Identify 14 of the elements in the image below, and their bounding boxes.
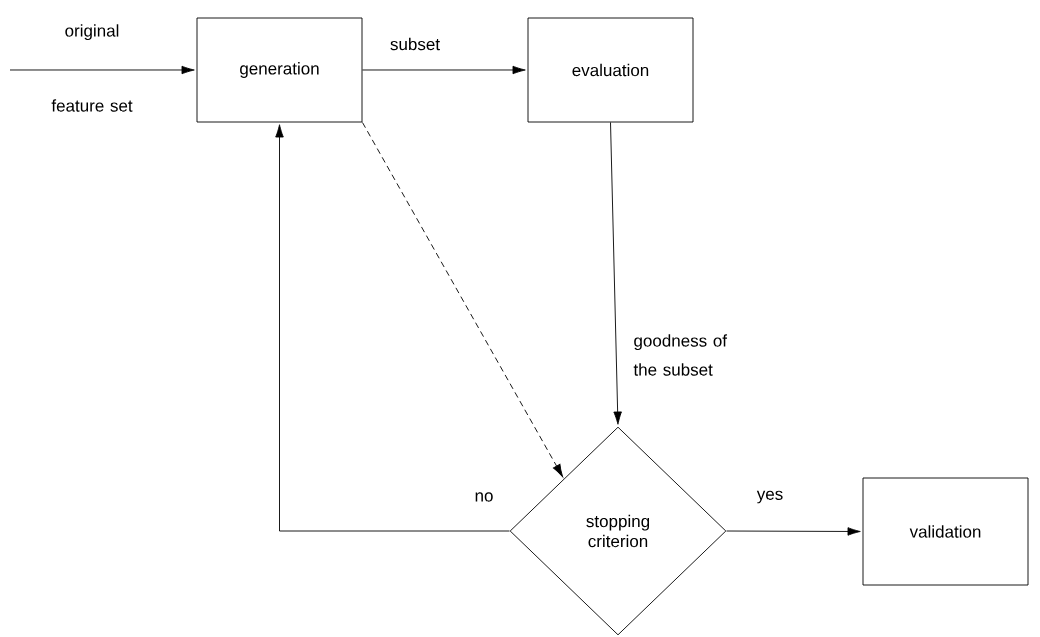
arrow [726, 527, 861, 536]
arrow [362, 122, 564, 478]
edge-label: original feature set [51, 24, 133, 112]
process-box: evaluation [527, 17, 694, 123]
arrow [610, 122, 622, 425]
process-box: generation [196, 17, 363, 123]
arrow [9, 65, 195, 75]
edge-label: yes [756, 490, 783, 504]
edge-label: no [475, 492, 493, 502]
arrow [362, 65, 526, 75]
edge-label: goodness of the subset [633, 334, 728, 376]
arrow [275, 124, 510, 532]
process-box: validation [862, 477, 1029, 586]
edge-label: subset [390, 37, 440, 51]
